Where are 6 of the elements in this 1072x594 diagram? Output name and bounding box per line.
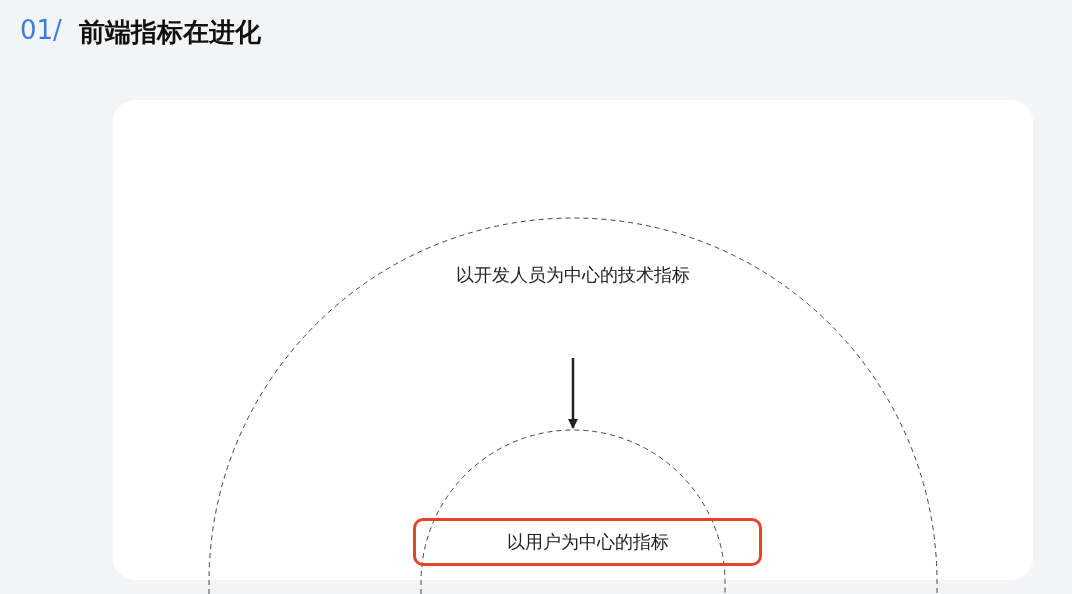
- title: 前端指标在进化: [79, 16, 261, 49]
- node-text: 以用户为中心的指标: [506, 530, 669, 554]
- section-number: 01/: [20, 15, 62, 45]
- highlight-box: [413, 518, 762, 566]
- arrow: [568, 358, 578, 429]
- node-text: 以开发人员为中心的技术指标: [456, 263, 690, 287]
